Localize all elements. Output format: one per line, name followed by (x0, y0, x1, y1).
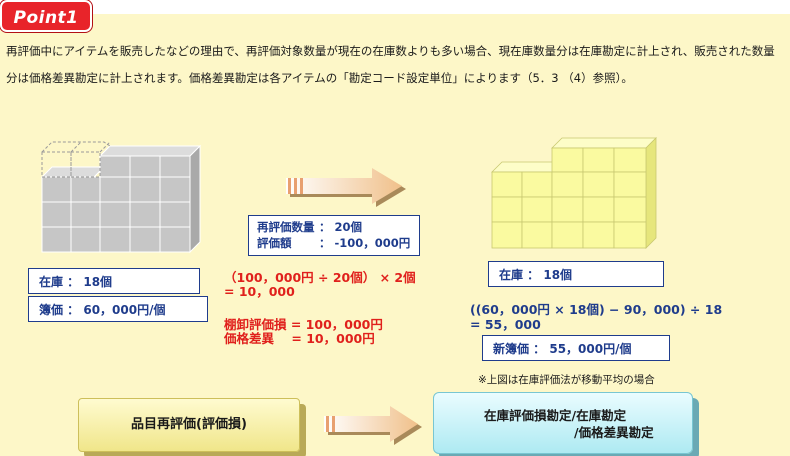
left-book-price-box: 簿価 ： 60，000円/個 (28, 296, 208, 322)
inventory-loss-line: 棚卸評価損 = 100，000円 (224, 317, 383, 332)
right-stock-box: 在庫 ： 18個 (488, 261, 664, 287)
point-badge: Point1 (0, 0, 92, 32)
item-revaluation-block: 品目再評価(評価損) (78, 398, 300, 452)
account-posting-line1: 在庫評価損勘定/在庫勘定 (484, 408, 627, 423)
price-variance-line: 価格差異 = 10，000円 (224, 331, 375, 346)
footnote: ※上図は在庫評価法が移動平均の場合 (478, 374, 655, 386)
yellow-cube-stack (491, 137, 657, 249)
variance-formula-line2: = 10，000 (224, 284, 295, 299)
reval-qty-value: ： 20個 (319, 220, 363, 234)
new-price-formula-line1: ((60，000円 × 18個) − 90，000) ÷ 18 (470, 302, 723, 317)
account-posting-line2: /価格差異勘定 (574, 425, 654, 440)
reval-amount-key: 評価額 (257, 236, 292, 250)
revaluation-box: 再評価数量 ： 20個 評価額 ： -100，000円 (248, 215, 420, 256)
intro-text: 再評価中にアイテムを販売したなどの理由で、再評価対象数量が現在の在庫数よりも多い… (6, 44, 775, 85)
new-book-price-box: 新簿価 ： 55，000円/個 (482, 335, 670, 361)
reval-amount-value: ： -100，000円 (319, 236, 411, 250)
arrow-right-icon (286, 168, 406, 207)
account-posting-block: 在庫評価損勘定/在庫勘定 /価格差異勘定 (433, 392, 693, 454)
new-price-formula-line2: = 55，000 (470, 317, 541, 332)
variance-formula-line1: （100，000円 ÷ 20個） × 2個 (224, 270, 416, 285)
gray-cube-stack (40, 141, 202, 254)
arrow-right-icon (324, 406, 422, 445)
reval-qty-key: 再評価数量 (257, 220, 315, 234)
left-stock-box: 在庫 ： 18個 (28, 268, 200, 294)
